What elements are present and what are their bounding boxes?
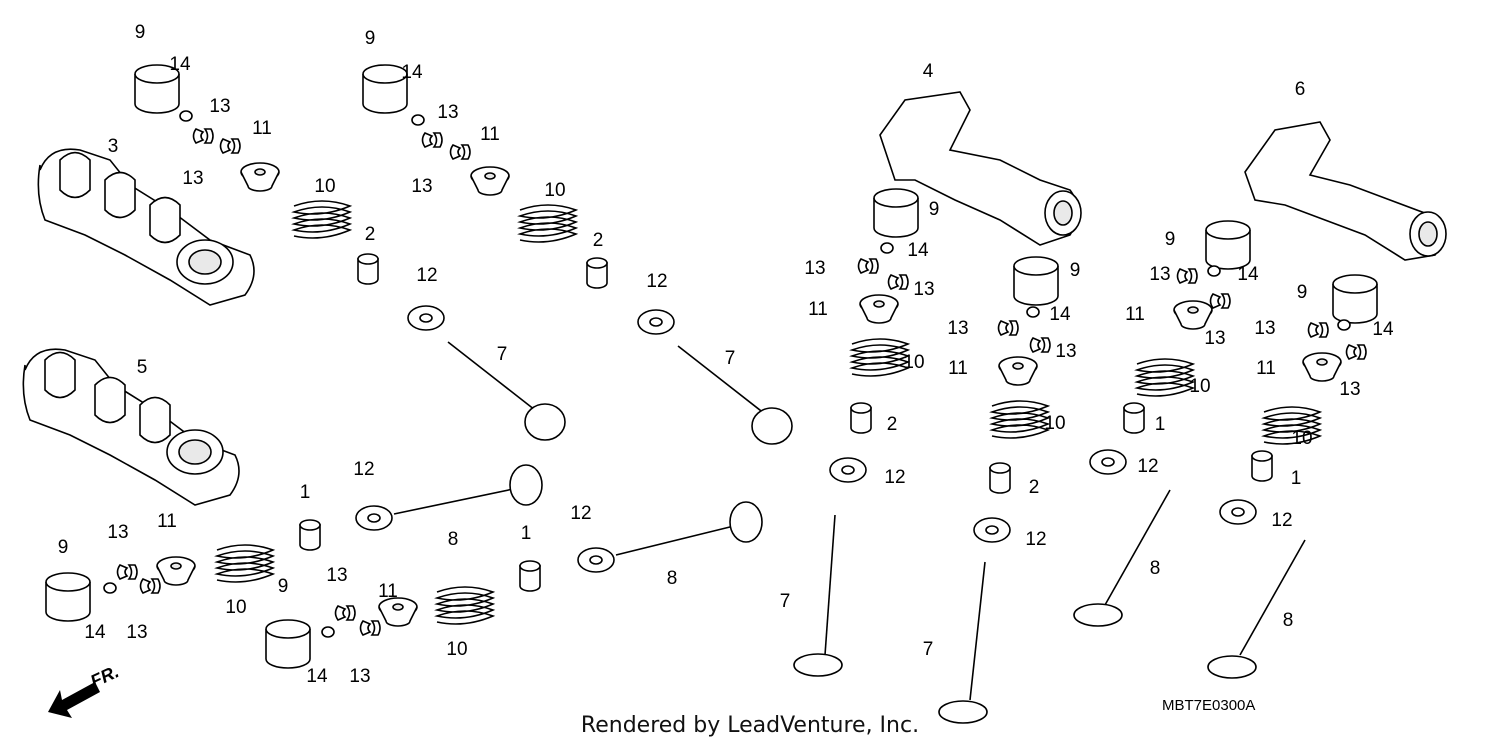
callout-14: 14 — [169, 54, 191, 75]
callout-14: 14 — [401, 62, 423, 83]
callout-14: 14 — [1049, 304, 1071, 325]
callout-14: 14 — [1372, 319, 1394, 340]
callout-11: 11 — [1125, 304, 1145, 325]
callout-8: 8 — [448, 529, 459, 550]
right-group-b — [938, 256, 1059, 724]
callout-12: 12 — [416, 265, 437, 286]
upper-valves — [407, 305, 793, 445]
camshaft-6 — [1244, 121, 1447, 261]
callout-11: 11 — [378, 581, 398, 602]
callout-9: 9 — [58, 537, 69, 558]
callout-10: 10 — [1291, 428, 1312, 449]
callout-9: 9 — [365, 28, 376, 49]
upper-middle-valve-group — [362, 64, 608, 289]
callout-9: 9 — [135, 22, 146, 43]
callout-9: 9 — [278, 576, 289, 597]
callout-13: 13 — [437, 102, 458, 123]
credit-line: Rendered by LeadVenture, Inc. — [580, 713, 920, 738]
callout-13: 13 — [411, 176, 432, 197]
callout-1: 1 — [521, 523, 532, 544]
callout-7: 7 — [923, 639, 934, 660]
callout-11: 11 — [948, 358, 968, 379]
callout-12: 12 — [884, 467, 905, 488]
callout-11: 11 — [1256, 358, 1276, 379]
callout-14: 14 — [907, 240, 929, 261]
callout-3: 3 — [108, 136, 119, 157]
callout-13: 13 — [326, 565, 347, 586]
callout-13: 13 — [1339, 379, 1360, 400]
callout-7: 7 — [780, 591, 791, 612]
callout-12: 12 — [1137, 456, 1158, 477]
callout-13: 13 — [107, 522, 128, 543]
callout-10: 10 — [903, 352, 924, 373]
callout-8: 8 — [1150, 558, 1161, 579]
callout-2: 2 — [1029, 477, 1040, 498]
callout-11: 11 — [252, 118, 272, 139]
camshaft-3 — [37, 148, 255, 306]
callout-2: 2 — [593, 230, 604, 251]
callout-11: 11 — [808, 299, 828, 320]
callout-12: 12 — [646, 271, 667, 292]
front-arrow-icon: FR. — [48, 661, 122, 718]
camshaft-5 — [22, 348, 240, 506]
callout-11: 11 — [157, 511, 177, 532]
callout-14: 14 — [306, 666, 328, 687]
callout-12: 12 — [353, 459, 374, 480]
callout-13: 13 — [349, 666, 370, 687]
callout-9: 9 — [1165, 229, 1176, 250]
callout-13: 13 — [947, 318, 968, 339]
camshaft-4 — [879, 91, 1082, 246]
callout-8: 8 — [1283, 610, 1294, 631]
callout-1: 1 — [300, 482, 311, 503]
callout-1: 1 — [1155, 414, 1166, 435]
callout-13: 13 — [804, 258, 825, 279]
callout-11: 11 — [480, 124, 500, 145]
callout-2: 2 — [887, 414, 898, 435]
callout-12: 12 — [1025, 529, 1046, 550]
callout-9: 9 — [1297, 282, 1308, 303]
right-group-a — [793, 188, 919, 677]
callout-14: 14 — [84, 622, 106, 643]
callout-13: 13 — [209, 96, 230, 117]
callout-13: 13 — [913, 279, 934, 300]
callout-14: 14 — [1237, 264, 1259, 285]
callout-4: 4 — [923, 61, 934, 82]
callout-10: 10 — [544, 180, 565, 201]
callout-1: 1 — [1291, 468, 1302, 489]
callout-7: 7 — [725, 348, 736, 369]
callout-8: 8 — [667, 568, 678, 589]
callout-9: 9 — [929, 199, 940, 220]
callout-6: 6 — [1295, 79, 1306, 100]
callout-13: 13 — [1055, 341, 1076, 362]
callout-13: 13 — [1254, 318, 1275, 339]
callout-12: 12 — [1271, 510, 1292, 531]
right-group-d — [1207, 274, 1378, 679]
callout-10: 10 — [1189, 376, 1210, 397]
callout-13: 13 — [182, 168, 203, 189]
callout-12: 12 — [570, 503, 591, 524]
callout-9: 9 — [1070, 260, 1081, 281]
callout-10: 10 — [225, 597, 246, 618]
callout-10: 10 — [446, 639, 467, 660]
callout-7: 7 — [497, 344, 508, 365]
callout-13: 13 — [126, 622, 147, 643]
lower-exhaust-valves — [355, 464, 763, 573]
callout-10: 10 — [314, 176, 335, 197]
callout-10: 10 — [1044, 413, 1065, 434]
diagram-code: MBT7E0300A — [1162, 697, 1256, 714]
right-group-c — [1073, 220, 1251, 627]
callout-5: 5 — [137, 357, 148, 378]
callout-13: 13 — [1149, 264, 1170, 285]
callout-2: 2 — [365, 224, 376, 245]
callout-labels: 9141313113102591413131110212712712812819… — [58, 22, 1394, 687]
callout-13: 13 — [1204, 328, 1225, 349]
